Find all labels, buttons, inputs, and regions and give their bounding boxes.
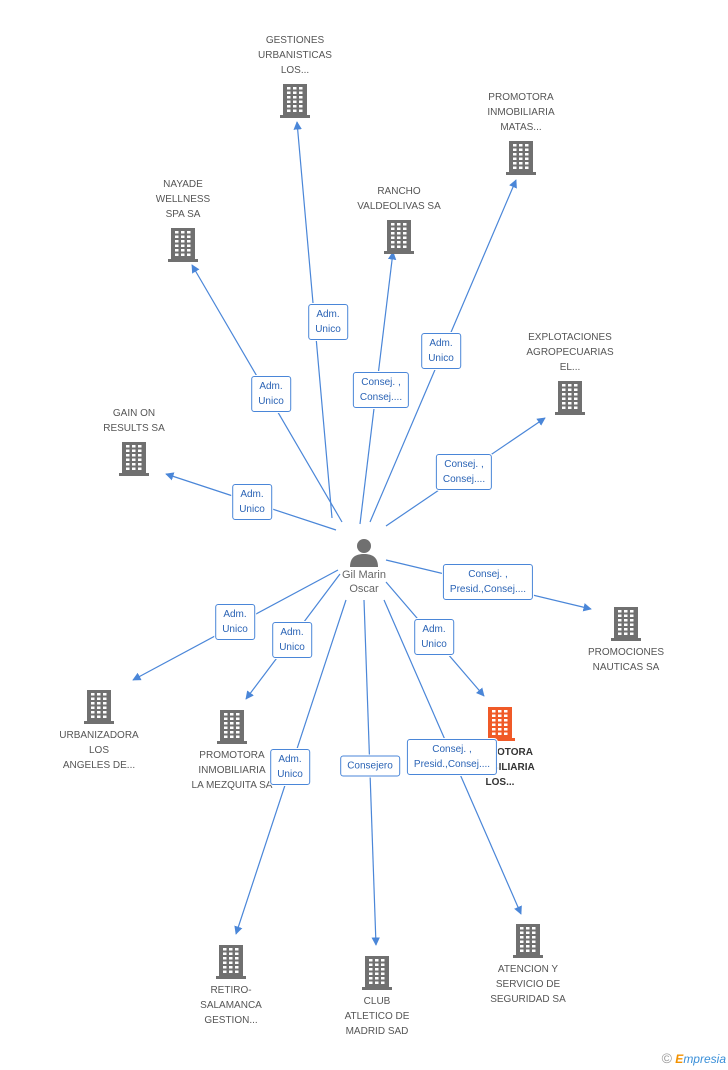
company-name: RETIRO- SALAMANCA GESTION... — [200, 985, 262, 1026]
building-icon — [485, 707, 515, 741]
relation-label-atencion[interactable]: Consej. , Presid.,Consej.... — [406, 739, 498, 775]
company-name: RANCHO VALDEOLIVAS SA — [357, 186, 441, 212]
building-icon — [506, 141, 536, 175]
relation-label-promotora-los[interactable]: Adm. Unico — [414, 619, 454, 655]
company-node-rancho[interactable]: RANCHO VALDEOLIVAS SA — [339, 184, 459, 254]
company-node-nayade[interactable]: NAYADE WELLNESS SPA SA — [123, 177, 243, 262]
building-icon — [362, 956, 392, 990]
building-icon — [513, 924, 543, 958]
brand-initial: E — [675, 1052, 684, 1066]
building-icon — [384, 220, 414, 254]
building-icon — [168, 228, 198, 262]
company-node-explotaciones[interactable]: EXPLOTACIONES AGROPECUARIAS EL... — [510, 330, 630, 415]
company-node-gestiones[interactable]: GESTIONES URBANISTICAS LOS... — [235, 33, 355, 118]
company-node-retiro[interactable]: RETIRO- SALAMANCA GESTION... — [171, 943, 291, 1028]
building-icon — [217, 710, 247, 744]
company-node-urbanizadora[interactable]: URBANIZADORA LOS ANGELES DE... — [39, 688, 159, 773]
relation-label-retiro[interactable]: Adm. Unico — [270, 749, 310, 785]
company-name: PROMOTORA INMOBILIARIA LA MEZQUITA SA — [191, 750, 273, 791]
relation-label-promociones[interactable]: Consej. , Presid.,Consej.... — [442, 564, 534, 600]
company-node-promotora-los[interactable]: PROMOTORA INMOBILIARIA LOS... — [440, 705, 560, 790]
company-name: GESTIONES URBANISTICAS LOS... — [258, 35, 332, 76]
relation-label-mezquita[interactable]: Adm. Unico — [272, 622, 312, 658]
brand-footer: © Empresia — [662, 1050, 726, 1066]
relation-label-club[interactable]: Consejero — [340, 755, 400, 777]
company-node-gain[interactable]: GAIN ON RESULTS SA — [74, 406, 194, 476]
person-icon — [350, 539, 378, 567]
building-icon — [119, 442, 149, 476]
copyright-symbol: © — [661, 1050, 672, 1066]
company-name: NAYADE WELLNESS SPA SA — [155, 179, 211, 220]
company-name: PROMOCIONES NAUTICAS SA — [587, 647, 665, 673]
building-icon — [611, 607, 641, 641]
company-name: CLUB ATLETICO DE MADRID SAD — [344, 996, 410, 1037]
company-node-promociones[interactable]: PROMOCIONES NAUTICAS SA — [566, 605, 686, 675]
company-node-club[interactable]: CLUB ATLETICO DE MADRID SAD — [317, 954, 437, 1039]
relation-label-gestiones[interactable]: Adm. Unico — [308, 304, 348, 340]
building-icon — [280, 84, 310, 118]
person-node[interactable]: Gil Marin Oscar — [304, 536, 424, 596]
building-icon — [84, 690, 114, 724]
company-node-mezquita[interactable]: PROMOTORA INMOBILIARIA LA MEZQUITA SA — [172, 708, 292, 793]
relation-label-nayade[interactable]: Adm. Unico — [251, 376, 291, 412]
building-icon — [555, 381, 585, 415]
relation-label-promotora-matas[interactable]: Adm. Unico — [421, 333, 461, 369]
relation-label-rancho[interactable]: Consej. , Consej.... — [352, 372, 410, 408]
relation-label-urbanizadora[interactable]: Adm. Unico — [215, 604, 255, 640]
company-node-atencion[interactable]: ATENCION Y SERVICIO DE SEGURIDAD SA — [468, 922, 588, 1007]
company-name: EXPLOTACIONES AGROPECUARIAS EL... — [526, 332, 614, 373]
person-name: Gil Marin Oscar — [341, 569, 386, 595]
company-node-promotora-matas[interactable]: PROMOTORA INMOBILIARIA MATAS... — [461, 90, 581, 175]
relation-label-gain[interactable]: Adm. Unico — [232, 484, 272, 520]
company-name: GAIN ON RESULTS SA — [103, 408, 165, 434]
company-name: PROMOTORA INMOBILIARIA MATAS... — [487, 92, 555, 133]
company-name: PROMOTORA INMOBILIARIA LOS... — [465, 747, 535, 788]
building-icon — [216, 945, 246, 979]
brand-name: mpresia — [683, 1052, 726, 1066]
company-name: ATENCION Y SERVICIO DE SEGURIDAD SA — [490, 964, 566, 1005]
company-name: URBANIZADORA LOS ANGELES DE... — [59, 730, 139, 771]
relation-label-explotaciones[interactable]: Consej. , Consej.... — [435, 454, 493, 490]
